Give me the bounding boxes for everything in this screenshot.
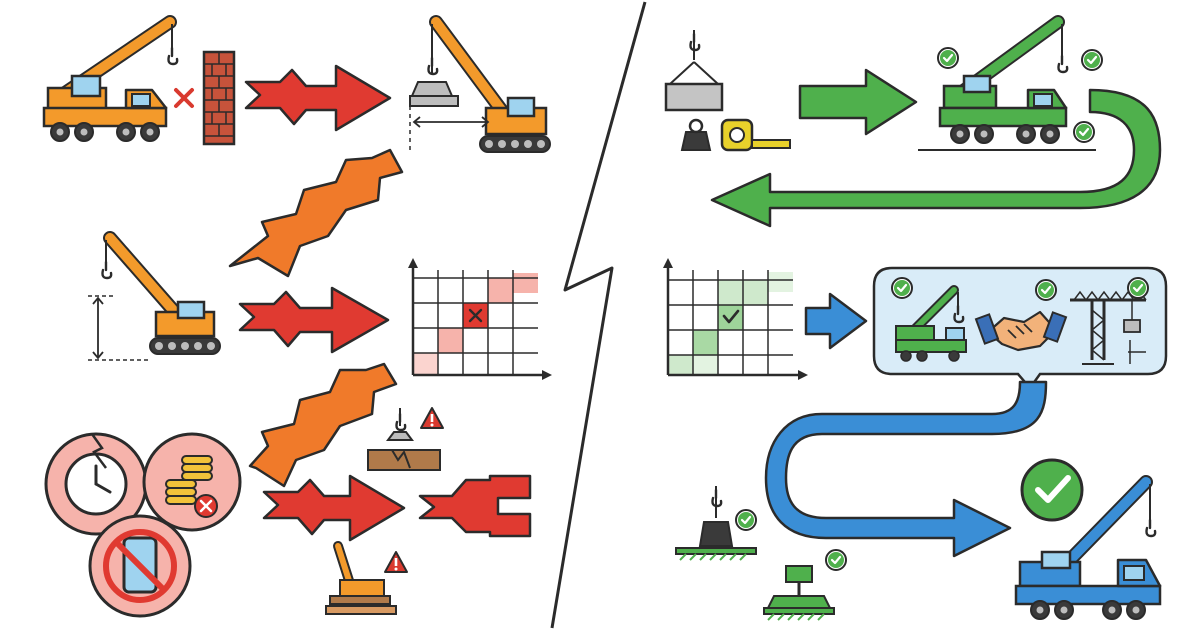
problem-arrow-5: [262, 474, 406, 542]
solution-arrow-2-curve: [710, 88, 1162, 228]
load-chart-grid-error-icon: [408, 258, 552, 380]
load-on-firm-ground-verified-icon: [675, 486, 758, 561]
blocked-cross-icon: [174, 88, 194, 108]
no-phone-safety-icon: [88, 514, 192, 618]
load-weight-measure-icon: [664, 30, 791, 152]
ground-failure-warning-icon: [367, 407, 444, 471]
problem-arrow-3: [238, 286, 390, 354]
handshake-icon: [974, 278, 1068, 352]
problem-arrow-1: [244, 64, 392, 132]
broken-clock-icon: [44, 432, 148, 536]
crane-tipping-warning-icon: [325, 541, 408, 615]
tower-crane-icon: [1070, 276, 1150, 365]
crane-handshake-tower-crane-panel-icon: [872, 266, 1168, 391]
outrigger-pad-verified-icon: [763, 548, 848, 621]
brick-wall-icon: [202, 50, 236, 146]
problem-arrow-2: [228, 148, 404, 278]
crawler-crane-radius-icon: [409, 15, 551, 153]
blue-truck-crane-success-icon: [1014, 458, 1162, 620]
problem-arrow-4: [248, 362, 398, 488]
solution-arrow-3: [804, 292, 868, 350]
load-chart-grid-verified-icon: [663, 258, 808, 380]
solution-arrow-4-curve: [764, 380, 1048, 558]
broken-connection-icon: [418, 474, 532, 538]
panel-truck-crane-icon: [890, 276, 967, 362]
truck-crane-blocked-by-wall-icon: [42, 15, 179, 142]
center-divider-line: [550, 1, 647, 629]
truck-crane-verified-icon: [918, 15, 1104, 151]
crane-lift-height-icon: [88, 231, 221, 361]
time-cost-safety-problems-icon: [44, 432, 242, 618]
coins-cost-icon: [142, 432, 242, 532]
solution-arrow-1: [798, 68, 918, 136]
